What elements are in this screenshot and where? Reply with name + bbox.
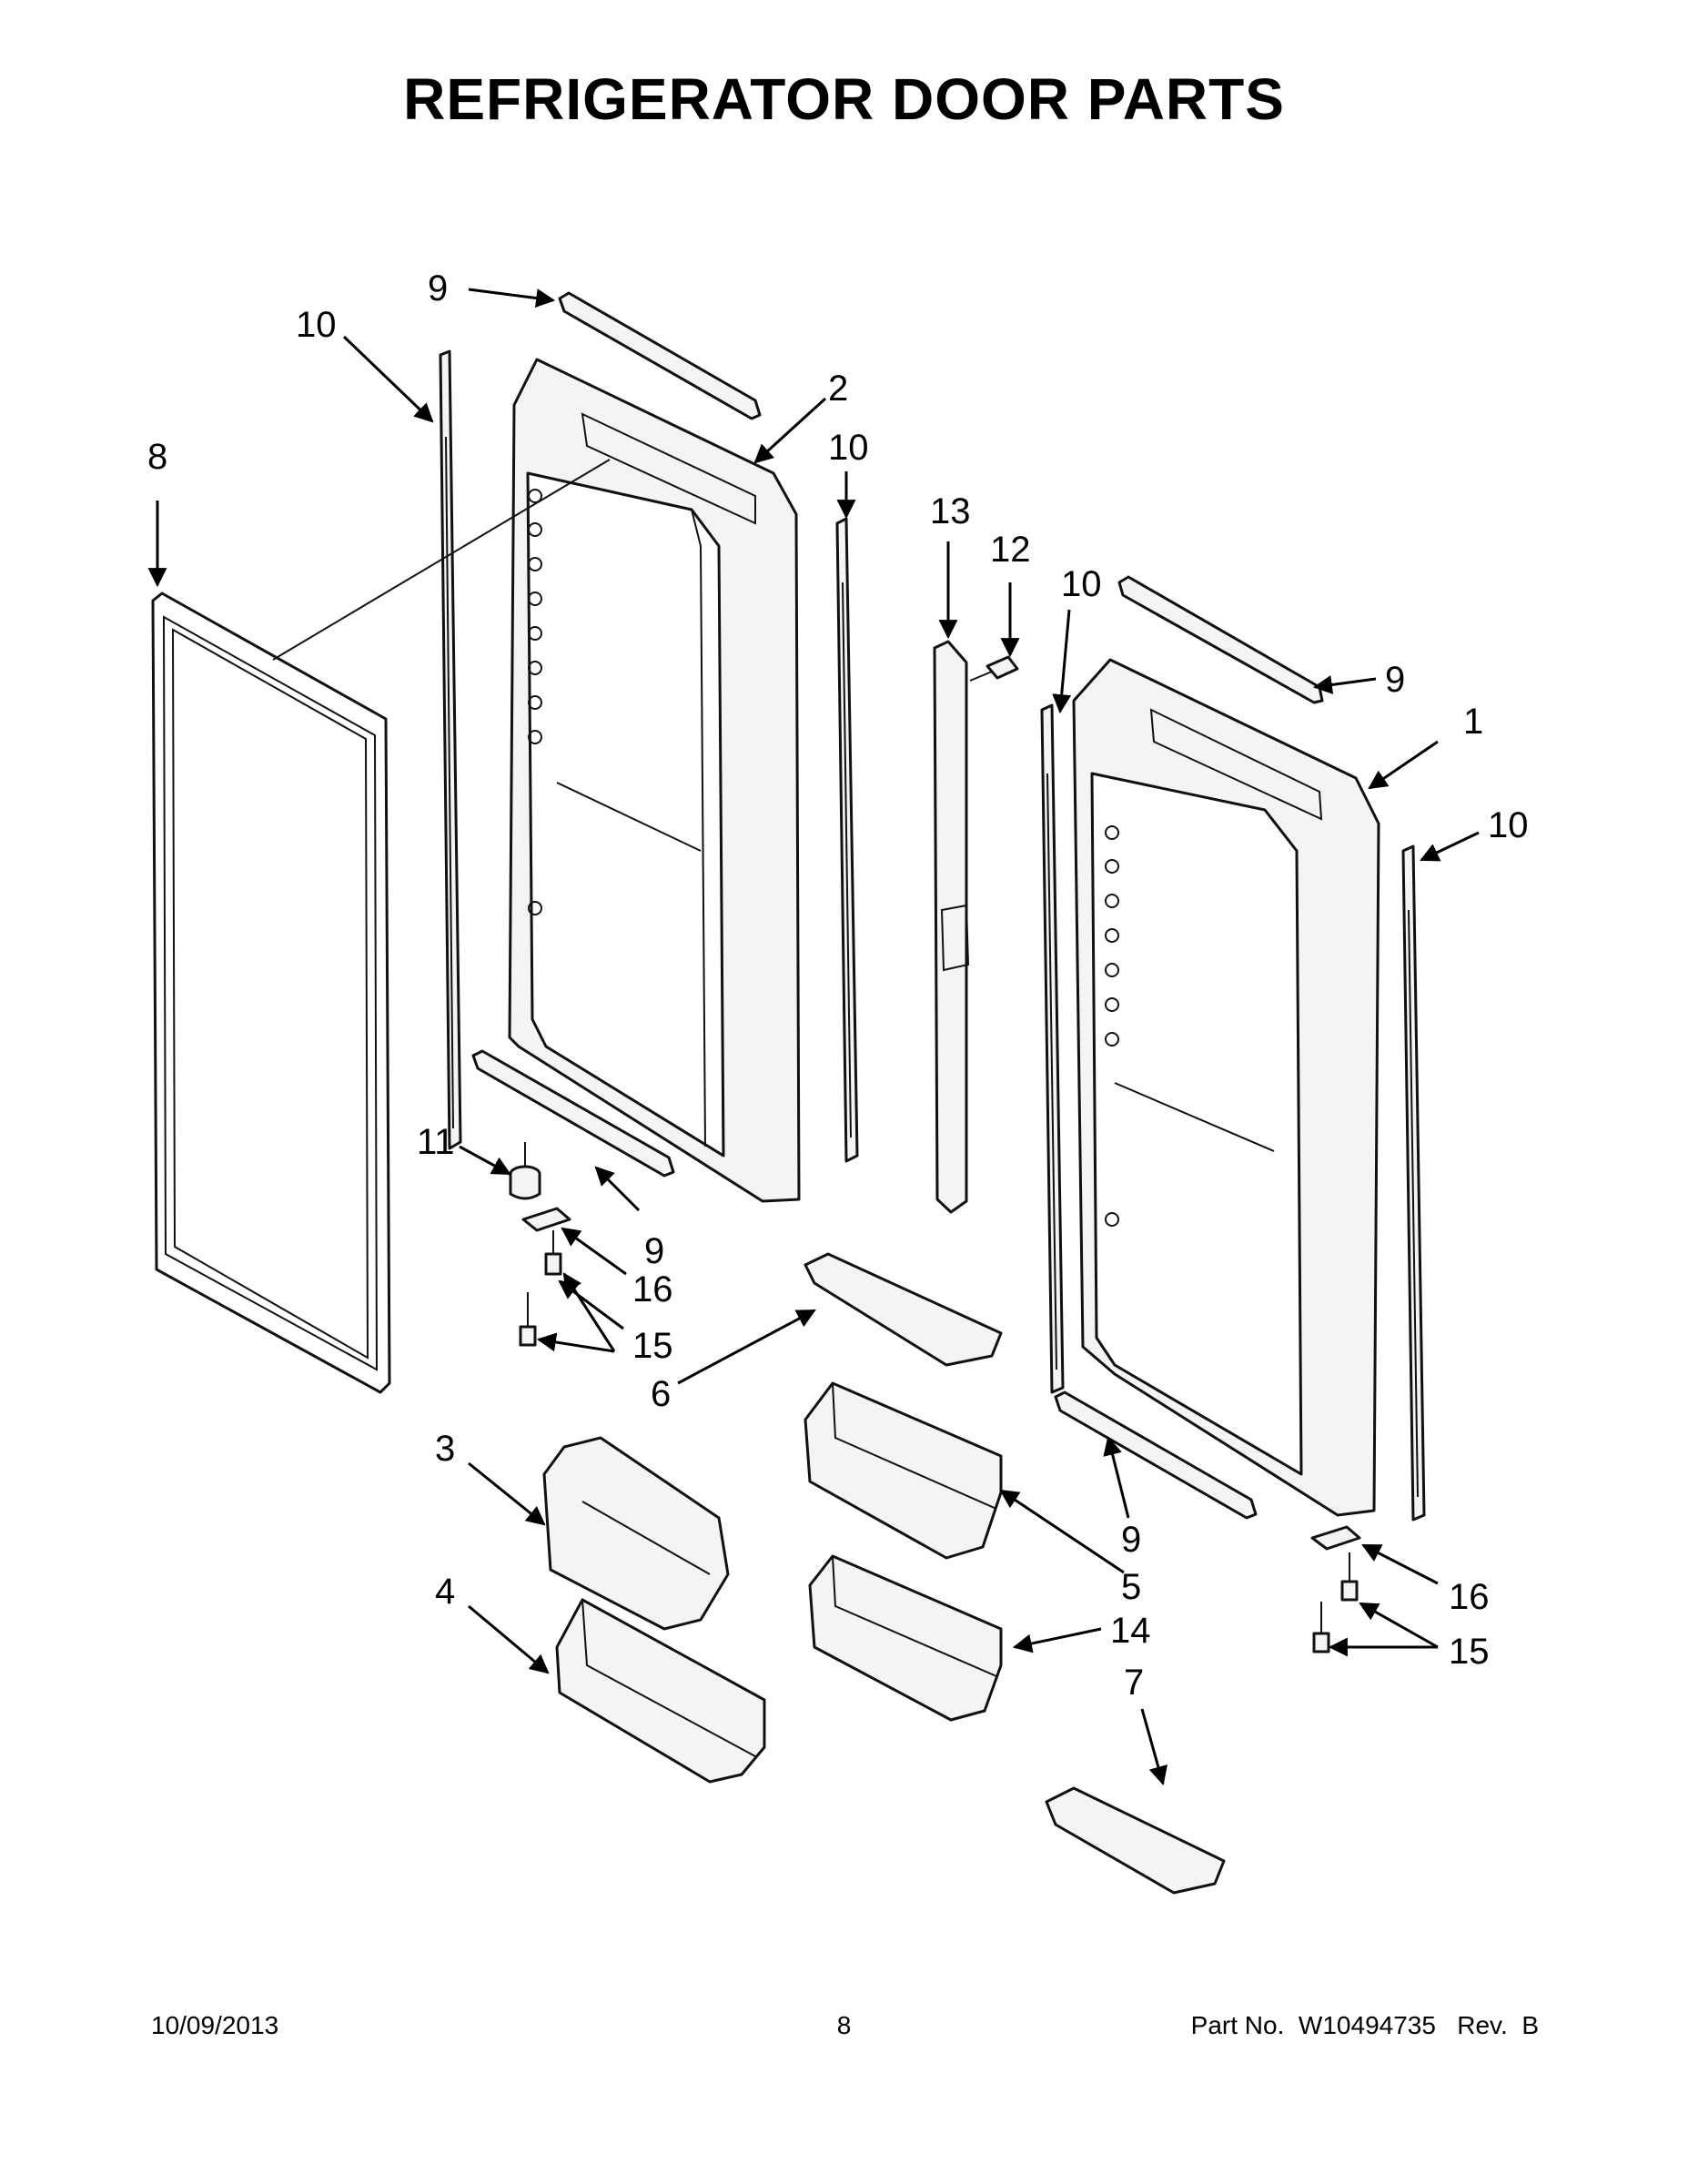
door-cap-top-right-part: [1117, 575, 1324, 704]
door-strip-left-part: [439, 349, 462, 1150]
callout-11: 11: [417, 1122, 455, 1162]
lower-door-shelf-part: [1045, 1786, 1226, 1895]
door-cap-bottom-right-part: [1054, 1390, 1258, 1520]
callout-10-right-inner: 10: [1061, 564, 1102, 604]
door-bin-part: [804, 1381, 1003, 1560]
right-door-assembly-part: [1072, 658, 1380, 1517]
door-flipper-part: [933, 640, 970, 1214]
door-strip-right-inner-part: [1040, 703, 1065, 1394]
callout-13: 13: [930, 491, 971, 531]
door-strip-right-outer-part: [1401, 844, 1426, 1522]
callout-10-right-outer: 10: [1488, 805, 1529, 845]
callout-1: 1: [1463, 702, 1483, 742]
door-gasket-part: [151, 592, 391, 1394]
footer-page-number: 8: [836, 2011, 852, 2039]
callout-2: 2: [828, 369, 848, 409]
door-cap-bottom-left-part: [471, 1049, 675, 1178]
callout-9-top-right: 9: [1385, 660, 1405, 700]
door-strip-center-part: [835, 517, 859, 1163]
callout-4: 4: [435, 1572, 455, 1612]
callout-9-top-left: 9: [428, 268, 448, 308]
callout-8: 8: [147, 437, 167, 477]
page-title: REFRIGERATOR DOOR PARTS: [403, 66, 1285, 132]
callout-15-right: 15: [1449, 1632, 1490, 1672]
footer-date: 10/09/2013: [151, 2011, 279, 2039]
hinge-screw-right-a-part: [1340, 1552, 1359, 1602]
door-cap-top-left-part: [558, 291, 762, 420]
hinge-screw-left-a-part: [544, 1230, 562, 1276]
callout-6: 6: [651, 1374, 671, 1414]
callout-10-top-left: 10: [296, 305, 337, 345]
footer-part-number: Part No. W10494735 Rev. B: [1190, 2011, 1539, 2039]
callout-9-bottom-left: 9: [644, 1231, 664, 1271]
hinge-shim-right-part: [1310, 1525, 1361, 1551]
door-bin-lower-part: [808, 1554, 1003, 1722]
callout-3: 3: [435, 1429, 455, 1469]
callout-16-right: 16: [1449, 1577, 1490, 1617]
callout-10-center: 10: [828, 428, 869, 468]
hinge-shim-left-part: [521, 1207, 571, 1232]
hinge-screw-left-b-part: [519, 1292, 537, 1347]
hinge-screw-right-b-part: [1312, 1602, 1330, 1653]
callout-12: 12: [990, 530, 1031, 570]
callout-14: 14: [1110, 1611, 1151, 1651]
callout-7: 7: [1124, 1663, 1144, 1703]
dairy-door-part: [542, 1436, 730, 1631]
callout-5: 5: [1121, 1567, 1141, 1607]
left-door-assembly-part: [508, 358, 801, 1203]
callout-16-left: 16: [632, 1269, 673, 1309]
callout-15-left: 15: [632, 1326, 673, 1366]
hinge-bushing-part: [509, 1142, 541, 1200]
flipper-screw-part: [969, 655, 1019, 682]
small-door-shelf-part: [804, 1252, 1003, 1367]
callout-9-bottom-right: 9: [1121, 1520, 1141, 1560]
dairy-bin-part: [555, 1598, 766, 1784]
